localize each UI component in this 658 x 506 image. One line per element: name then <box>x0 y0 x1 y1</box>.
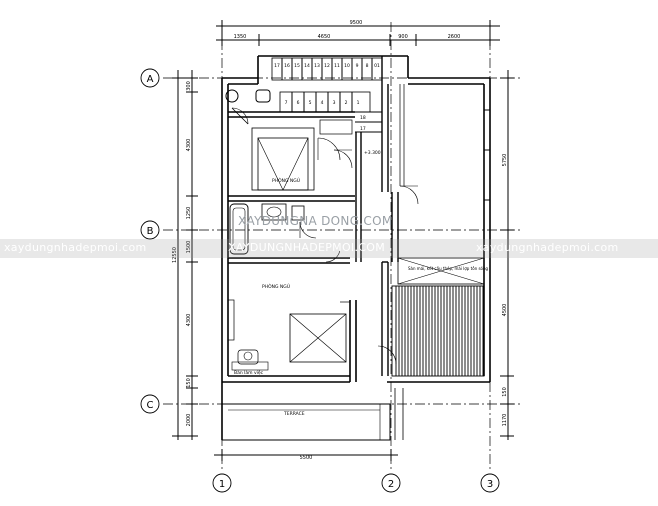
level-mark: +3.300 <box>364 150 381 156</box>
stair-step-number: 01 <box>374 63 380 69</box>
watermark-band-center: XAYDUNGNHADEPMOI.COM <box>228 241 385 254</box>
room-label-bedroom-top: PHÒNG NGỦ <box>272 176 300 184</box>
stair-step-number: 9 <box>356 63 359 69</box>
dim-top-overall: 9500 <box>350 20 363 26</box>
dim-left-a2: 4300 <box>186 139 192 152</box>
watermark-band-left: xaydungnhadepmoi.com <box>4 241 147 254</box>
stair-step-number: 14 <box>304 63 310 69</box>
watermark-band <box>0 239 658 258</box>
dim-top-seg3: 900 <box>398 34 408 40</box>
room-label-bedroom-bottom: PHÒNG NGỦ <box>262 282 290 290</box>
stair-step-number: 2 <box>345 100 348 106</box>
landing-number-17: 17 <box>360 126 366 132</box>
dim-right-r3: 1170 <box>502 414 508 427</box>
stair-step-number: 1 <box>357 100 360 106</box>
skylight-note: Sàn mái, kết cấu thép, mái lợp tôn sóng <box>408 266 489 271</box>
dim-right-r2: 4500 <box>502 304 508 317</box>
landing-number-18: 18 <box>360 115 366 121</box>
stair-step-number: 4 <box>321 100 324 106</box>
dim-top-seg4: 2600 <box>448 34 461 40</box>
stair-step-number: 13 <box>314 63 320 69</box>
stair-step-number: 6 <box>297 100 300 106</box>
stair-step-number: 16 <box>284 63 290 69</box>
stair-step-number: 5 <box>309 100 312 106</box>
dim-left-overall: 12550 <box>172 247 178 263</box>
room-label-work-table: Bàn làm việc <box>234 369 264 376</box>
dim-right-r1: 5750 <box>502 154 508 167</box>
dim-left-a3: 1250 <box>186 207 192 220</box>
axis-label-b: B <box>147 226 154 237</box>
watermark-top-center: XAYDUNGNA DONG.COM <box>238 214 393 228</box>
axis-label-c: C <box>147 400 154 411</box>
dim-top-seg1: 1350 <box>234 34 247 40</box>
axis-label-2: 2 <box>388 479 394 490</box>
dim-left-c1: 2000 <box>186 414 192 427</box>
stair-step-number: 17 <box>274 63 280 69</box>
dim-left-a1: 300 <box>186 81 192 91</box>
dim-bottom-seg1: 5500 <box>300 455 313 461</box>
dim-left-a4: 1500 <box>186 241 192 254</box>
stair-step-number: 10 <box>344 63 350 69</box>
stair-step-number: 11 <box>334 63 340 69</box>
stair-step-number: 7 <box>285 100 288 106</box>
stair-step-number: 8 <box>366 63 369 69</box>
axis-label-3: 3 <box>487 479 493 490</box>
dim-left-b1: 4300 <box>186 314 192 327</box>
stair-step-number: 3 <box>333 100 336 106</box>
dim-left-b2: 150 <box>186 378 192 388</box>
dim-right-r4: 150 <box>502 387 508 397</box>
axis-label-1: 1 <box>219 479 225 490</box>
stair-step-number: 15 <box>294 63 300 69</box>
dim-top-seg2: 4650 <box>318 34 331 40</box>
watermark-band-right: xaydungnhadepmoi.com <box>476 241 619 254</box>
stair-step-number: 12 <box>324 63 330 69</box>
axis-label-a: A <box>147 74 154 85</box>
room-label-terrace: TERRACE <box>283 411 305 417</box>
